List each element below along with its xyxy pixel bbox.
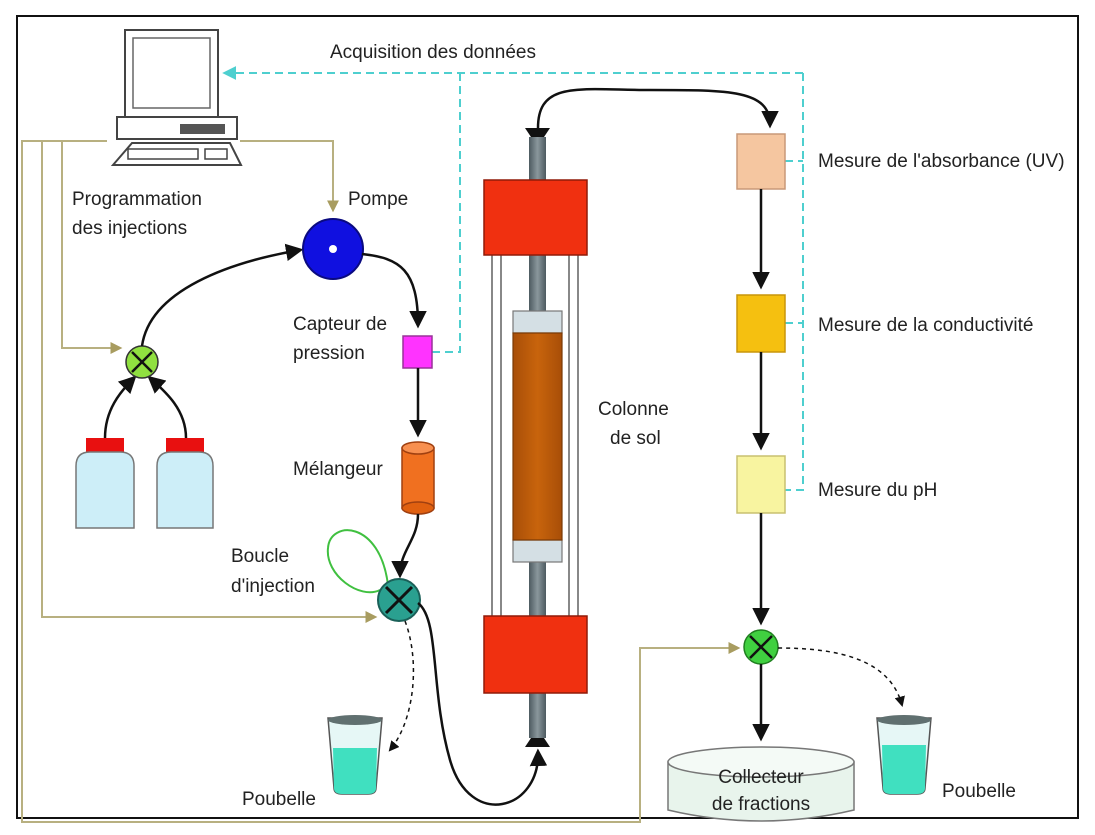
- label-poubelle-right: Poubelle: [942, 781, 1016, 802]
- conductivity-box: [736, 294, 786, 353]
- label-colonne-2: de sol: [610, 428, 661, 449]
- label-ph: Mesure du pH: [818, 480, 937, 501]
- label-collecteur-2: de fractions: [712, 794, 810, 815]
- label-programmation-1: Programmation: [72, 189, 202, 210]
- bottle-left-icon: [75, 438, 135, 529]
- line-valve-to-pump: [140, 243, 304, 347]
- label-collecteur-1: Collecteur: [718, 767, 804, 788]
- column-bottom-cap: [483, 615, 588, 694]
- line-valve-to-column: [417, 602, 548, 806]
- label-capteur-1: Capteur de: [293, 314, 387, 335]
- pump-icon: [302, 218, 364, 280]
- label-melangeur: Mélangeur: [293, 459, 383, 480]
- label-boucle-1: Boucle: [231, 546, 289, 567]
- label-conductivite: Mesure de la conductivité: [818, 315, 1033, 336]
- beaker-left-icon: [327, 715, 383, 795]
- label-colonne-1: Colonne: [598, 399, 669, 420]
- injection-loop: [326, 529, 389, 594]
- data-acquisition-lines: [222, 66, 804, 491]
- soil-fill: [512, 332, 563, 541]
- label-pompe: Pompe: [348, 189, 408, 210]
- mixing-valve-top-icon: [125, 345, 159, 379]
- control-lines: [21, 140, 741, 823]
- injection-valve-icon: [377, 578, 421, 622]
- pressure-sensor-icon: [402, 335, 433, 369]
- fraction-valve-icon: [743, 629, 779, 665]
- line-mixer-to-valve: [391, 513, 420, 579]
- ph-box: [736, 455, 786, 514]
- line-column-to-uv: [536, 87, 779, 129]
- soil-column: [483, 128, 588, 747]
- column-top-cap: [483, 179, 588, 256]
- label-programmation-2: des injections: [72, 218, 187, 239]
- label-poubelle-left: Poubelle: [242, 789, 316, 810]
- computer-icon: [110, 29, 243, 166]
- fraction-collector-icon: [667, 746, 855, 822]
- outer-frame: [16, 15, 1079, 819]
- bottle-right-icon: [156, 438, 214, 529]
- label-capteur-2: pression: [293, 343, 365, 364]
- label-acquisition: Acquisition des données: [330, 42, 536, 63]
- line-pump-to-sensor: [361, 252, 427, 329]
- line-valve-to-waste: [388, 620, 415, 752]
- mixer-icon: [401, 441, 435, 515]
- uv-absorbance-box: [736, 133, 786, 190]
- beaker-right-icon: [876, 715, 932, 795]
- label-absorbance: Mesure de l'absorbance (UV): [818, 151, 1065, 172]
- label-boucle-2: d'injection: [231, 576, 315, 597]
- line-valve-to-waste-right: [777, 647, 905, 708]
- bottle-lines: [103, 375, 188, 439]
